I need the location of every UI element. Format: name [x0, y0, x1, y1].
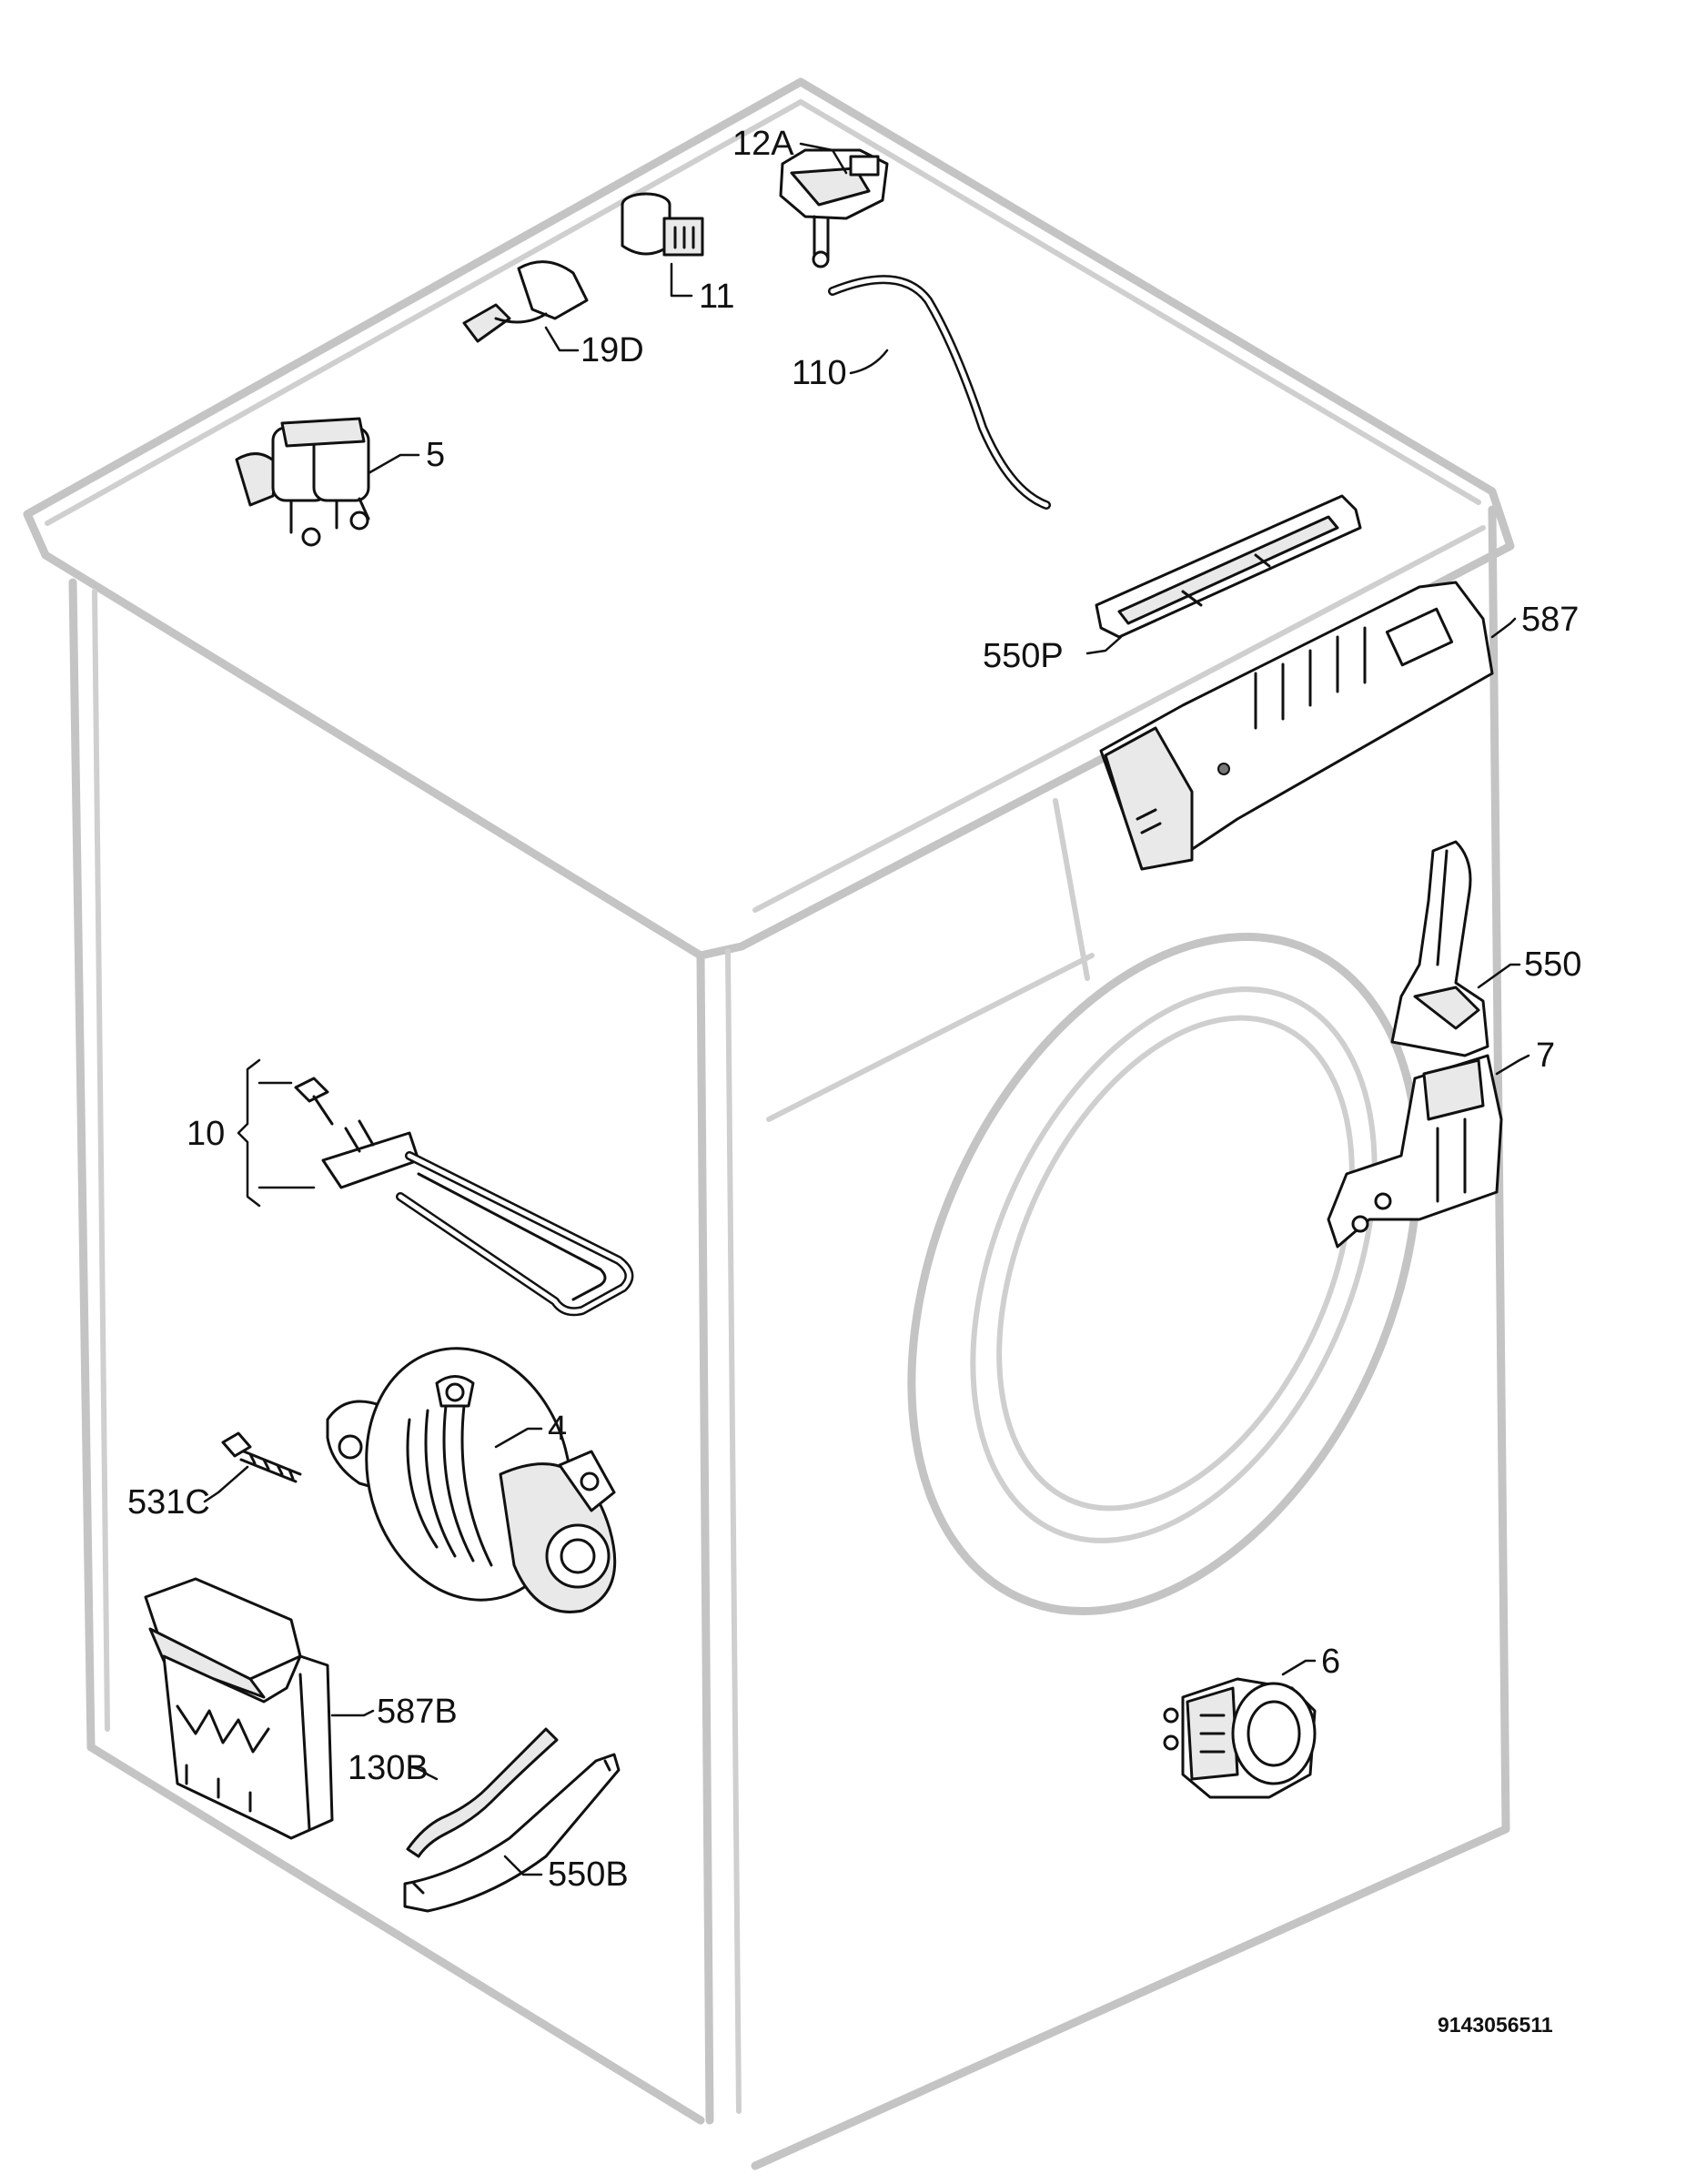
bracket-part [403, 1753, 621, 1913]
screw-part [221, 1431, 302, 1483]
door-handle-part [1390, 840, 1489, 1057]
label-110: 110 [792, 354, 847, 392]
label-6: 6 [1321, 1643, 1340, 1681]
label-550b: 550B [548, 1855, 629, 1894]
label-11: 11 [699, 278, 734, 316]
label-531c: 531C [127, 1483, 210, 1522]
label-4: 4 [548, 1410, 567, 1448]
label-10: 10 [187, 1115, 225, 1153]
heating-element-part [294, 1077, 634, 1317]
drawing-code: 9143056511 [1438, 2013, 1553, 2037]
label-587b: 587B [377, 1693, 458, 1731]
door-lock-part [1327, 1054, 1503, 1249]
pressure-switch-part [779, 148, 889, 268]
label-550: 550 [1524, 945, 1581, 984]
capacitor-part [621, 192, 704, 257]
label-5: 5 [426, 436, 445, 474]
suppressor-part [462, 260, 589, 343]
label-550p: 550P [983, 637, 1064, 675]
label-587: 587 [1521, 601, 1579, 639]
control-board-part [1099, 581, 1494, 871]
inlet-valve-part [235, 417, 370, 547]
label-19d: 19D [580, 331, 644, 369]
pressure-hose-part [828, 275, 1051, 510]
motor-part [326, 1347, 617, 1613]
cabinet-outline [23, 77, 1515, 2170]
power-module-part [144, 1577, 334, 1840]
label-12a: 12A [732, 125, 794, 163]
label-130b: 130B [348, 1749, 429, 1787]
drain-pump-part [1163, 1677, 1317, 1799]
dispenser-handle-part [1095, 494, 1362, 639]
seal-strip-part [406, 1727, 559, 1858]
label-7: 7 [1536, 1036, 1555, 1075]
